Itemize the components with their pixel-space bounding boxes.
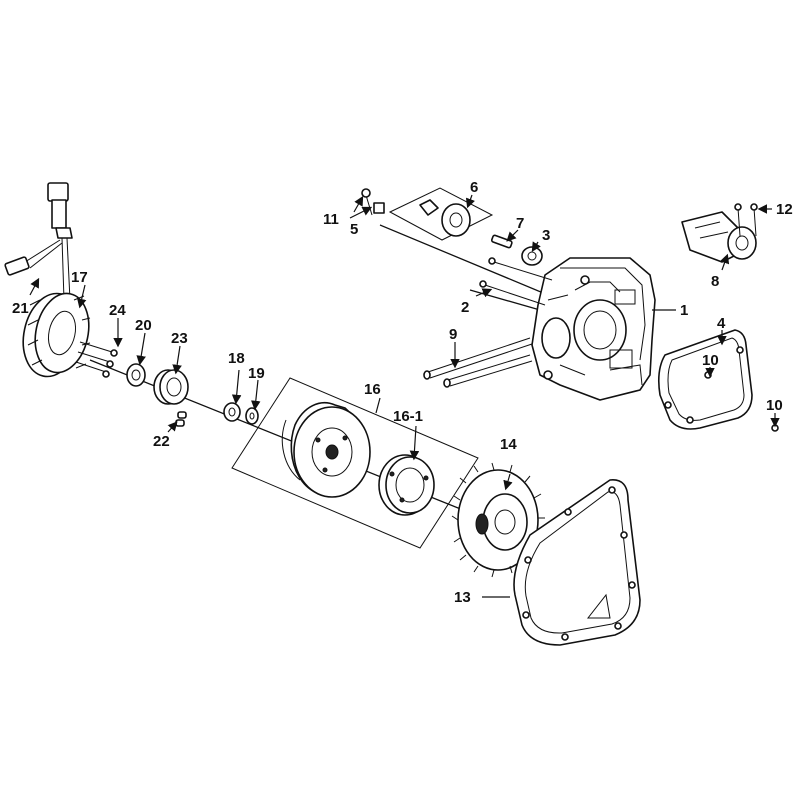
leader-lines — [29, 194, 780, 598]
callout-18: 18 — [228, 350, 245, 367]
plate-5 — [373, 202, 385, 214]
screw-10-small — [771, 424, 779, 432]
stator-coil — [22, 292, 91, 378]
callout-5: 5 — [350, 221, 358, 238]
washers-18-19 — [223, 402, 259, 425]
callout-23: 23 — [171, 330, 188, 347]
callout-13: 13 — [454, 589, 471, 606]
starter-bolts — [734, 203, 758, 237]
bearing-23 — [153, 369, 189, 405]
callout-4: 4 — [717, 315, 726, 332]
callout-24: 24 — [109, 302, 126, 319]
callout-16-1: 16-1 — [393, 408, 423, 425]
pins-22 — [175, 411, 187, 427]
callout-16: 16 — [364, 381, 381, 398]
crankcase-right — [531, 257, 656, 401]
callout-3: 3 — [542, 227, 550, 244]
starter-driven-gear — [451, 462, 545, 578]
crankcase-bolts-2 — [479, 257, 553, 306]
callout-9: 9 — [449, 326, 457, 343]
callout-1: 1 — [680, 302, 688, 319]
callout-12: 12 — [776, 201, 793, 218]
callout-11: 11 — [323, 211, 339, 228]
stator-wire-harness — [4, 182, 73, 301]
callout-14: 14 — [500, 436, 517, 453]
callout-17: 17 — [71, 269, 88, 286]
long-bolts — [423, 337, 533, 388]
pin-7 — [490, 234, 513, 249]
collar-3 — [521, 246, 543, 266]
callout-22: 22 — [153, 433, 170, 450]
callout-10-b: 10 — [766, 397, 783, 414]
washer-20 — [126, 363, 146, 387]
callout-labels: 1 2 3 4 5 6 7 8 9 10 10 11 12 13 14 16 1… — [12, 179, 793, 606]
callout-6: 6 — [470, 179, 478, 196]
oil-pump-box — [388, 187, 494, 241]
callout-7: 7 — [516, 215, 524, 232]
cover-gasket — [513, 479, 641, 646]
callout-2: 2 — [461, 299, 469, 316]
callout-8: 8 — [711, 273, 719, 290]
callout-10-a: 10 — [702, 352, 719, 369]
callout-19: 19 — [248, 365, 265, 382]
side-cover-gasket — [658, 329, 753, 430]
starter-motor — [681, 211, 757, 263]
flywheel — [281, 402, 371, 498]
callout-21: 21 — [12, 300, 29, 317]
stator-bolts — [75, 341, 118, 378]
callout-20: 20 — [135, 317, 152, 334]
starter-clutch — [378, 454, 435, 516]
